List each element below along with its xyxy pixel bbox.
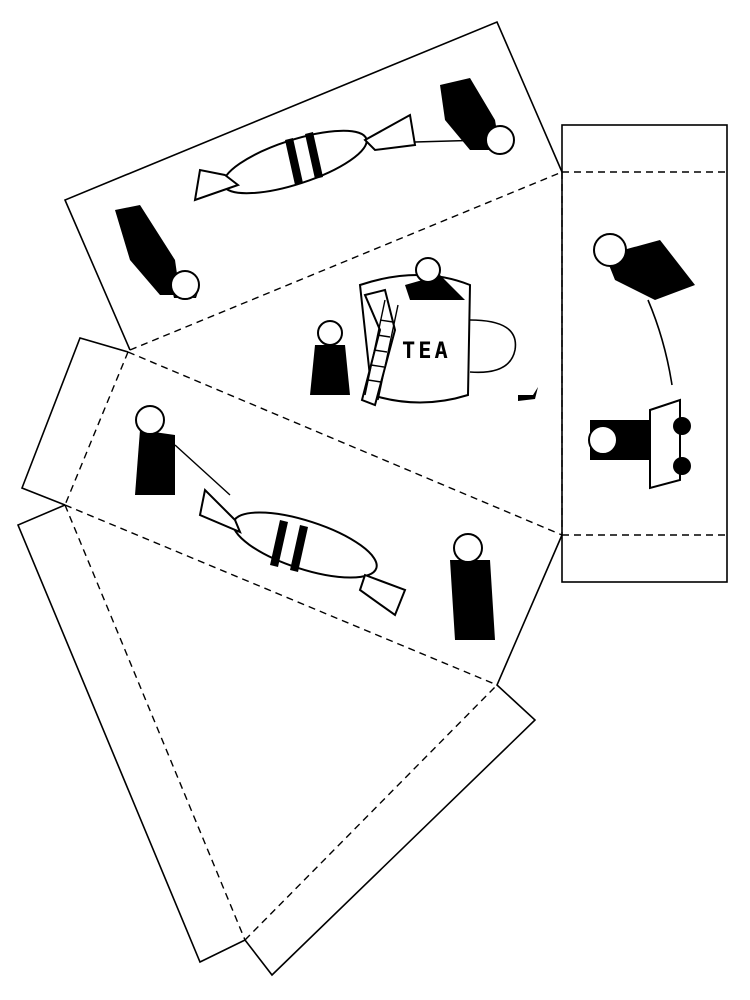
cut-lines [16,20,728,977]
bottom-panel-outline [16,504,563,977]
candy-middle [198,487,407,617]
mug-ladder [364,299,399,401]
mug-label: TEA [402,339,451,364]
fold-lines [64,171,727,941]
top-panel-outline [63,20,563,351]
right-panel-outline [561,124,728,583]
figure-middle-right [450,533,495,640]
figure-right-top [593,233,695,386]
tea-mug-illustration: TEA [310,257,538,407]
left-tab-outline [20,337,129,506]
figure-top-right [414,78,515,155]
figure-right-wagon [588,398,691,490]
candy-top [193,113,417,202]
figure-top-left [115,205,200,300]
figure-middle-left [135,405,231,496]
